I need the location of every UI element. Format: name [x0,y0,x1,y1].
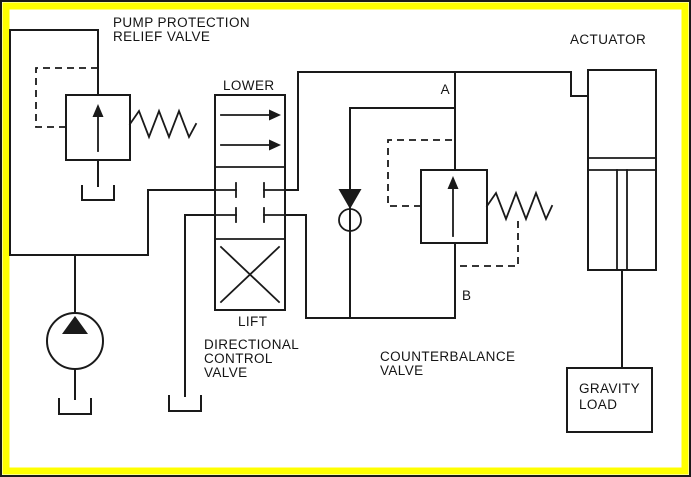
counterbalance-label-line2: VALVE [380,363,424,378]
cb-spring [485,190,554,222]
dcv-lower-flow-lines [220,114,270,146]
gravity-load-label-line1: GRAVITY [579,381,640,396]
actuator-piston [587,157,657,171]
lower-position-label: LOWER [223,78,275,93]
gravity-load-box [566,367,653,433]
workline-b-to-counterbalance [284,214,456,319]
dcv-position-dividers [214,166,286,240]
actuator-rod [616,169,628,271]
pump-symbol [46,312,104,370]
tank-symbol-dcv [168,395,202,412]
actuator-symbol [566,69,657,433]
relief-valve-pilot-line [35,67,98,128]
tank-symbol-relief [81,185,115,201]
dcv-label-line1: DIRECTIONAL [204,337,299,352]
cb-arrowhead [447,176,459,189]
check-valve-bypass-line [349,107,456,319]
gravity-load-label-line2: LOAD [579,397,617,412]
check-valve-ball [338,208,362,232]
check-valve-poppet-triangle [338,189,362,209]
port-b-label: B [462,288,471,303]
dcv-tank-line [184,214,216,397]
relief-valve-arrowhead [92,104,104,117]
dcv-port-lines [168,71,589,412]
actuator-label: ACTUATOR [570,32,646,47]
pump-to-dcv-line [9,29,216,256]
port-a-label: A [441,82,450,97]
workline-a-to-actuator [284,71,589,191]
pump-supply-circuit [9,29,216,415]
directional-control-valve-symbol [214,94,286,311]
pump-relief-label-line2: RELIEF VALVE [113,29,210,44]
relief-valve-spring [128,108,198,140]
relief-valve-symbol [35,67,198,201]
dcv-lower-arrowhead-2 [269,139,281,151]
dcv-label-line2: CONTROL [204,351,273,366]
cb-pilot-line-left [387,139,455,207]
cb-pilot-line-right [457,221,519,267]
tank-symbol-pump [58,398,92,415]
lift-position-label: LIFT [238,314,267,329]
dcv-center-port-stubs [214,189,286,216]
pump-flow-triangle [62,316,88,334]
dcv-lower-arrowhead-1 [269,109,281,121]
counterbalance-label-line1: COUNTERBALANCE [380,349,515,364]
pump-relief-label-line1: PUMP PROTECTION [113,15,250,30]
dcv-label-line3: VALVE [204,365,248,380]
counterbalance-valve-assembly [338,71,554,319]
pump-circle [46,312,104,370]
dcv-center-blocked-ticks [235,182,265,223]
check-valve-symbol [338,189,362,232]
dcv-envelope [214,94,286,311]
dcv-lift-crossed-lines [219,245,281,304]
